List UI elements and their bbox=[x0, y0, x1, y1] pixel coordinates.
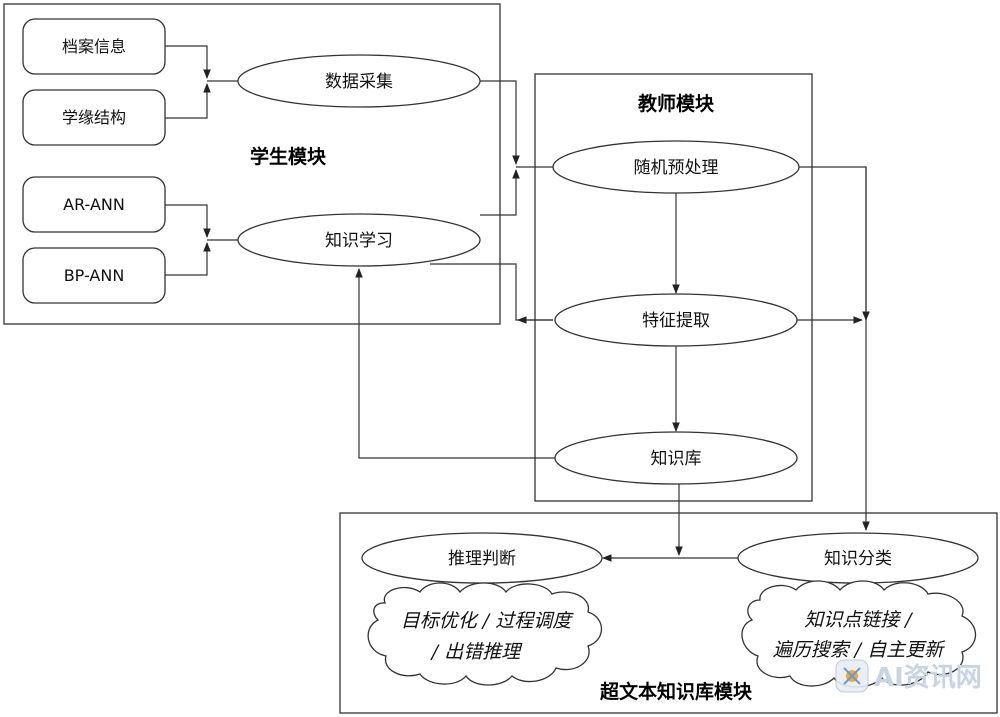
right-cloud-line1: 知识点链接 / bbox=[804, 609, 913, 631]
student-module-title: 学生模块 bbox=[250, 145, 327, 168]
edge-knowledge-learning-to-preprocess bbox=[480, 169, 520, 216]
watermark-text: AI资讯网 bbox=[874, 663, 982, 693]
left-cloud-line1: 目标优化 / 过程调度 bbox=[401, 610, 574, 632]
knowledge-learning-ellipse bbox=[237, 213, 481, 267]
edge-knowledge-base-to-learning bbox=[355, 268, 555, 459]
ar-ann-label: AR-ANN bbox=[63, 195, 125, 214]
data-collection-label: 数据采集 bbox=[325, 72, 393, 92]
archive-info-label: 档案信息 bbox=[62, 37, 126, 56]
student-module-frame bbox=[3, 3, 501, 325]
edge-preprocess-right bbox=[799, 166, 867, 320]
edge-data-collection-to-preprocess bbox=[480, 80, 520, 165]
edge-bp-ann-to-merge bbox=[165, 242, 211, 276]
left-cloud-line2: / 出错推理 bbox=[430, 641, 523, 663]
edge-ar-ann-to-merge bbox=[165, 204, 211, 238]
feature-extraction-label: 特征提取 bbox=[642, 311, 710, 331]
edge-archive-to-merge bbox=[165, 45, 211, 79]
watermark-logo-icon bbox=[835, 659, 869, 693]
inference-judgment-label: 推理判断 bbox=[448, 549, 516, 569]
teacher-module-frame bbox=[534, 73, 813, 502]
academic-structure-label: 学缘结构 bbox=[62, 108, 126, 127]
right-cloud-line2: 遍历搜索 / 自主更新 bbox=[773, 639, 946, 661]
hypertext-module-frame bbox=[339, 512, 998, 714]
bp-ann-label: BP-ANN bbox=[64, 266, 125, 285]
right-cloud bbox=[741, 580, 977, 688]
left-cloud bbox=[367, 582, 603, 686]
knowledge-learning-label: 知识学习 bbox=[325, 231, 393, 251]
edge-academic-to-merge bbox=[165, 83, 211, 119]
hypertext-module-title: 超文本知识库模块 bbox=[599, 680, 753, 703]
teacher-module-title: 教师模块 bbox=[638, 92, 715, 115]
random-preprocess-label: 随机预处理 bbox=[634, 158, 719, 178]
knowledge-classification-label: 知识分类 bbox=[824, 549, 892, 569]
knowledge-base-label: 知识库 bbox=[651, 449, 702, 469]
